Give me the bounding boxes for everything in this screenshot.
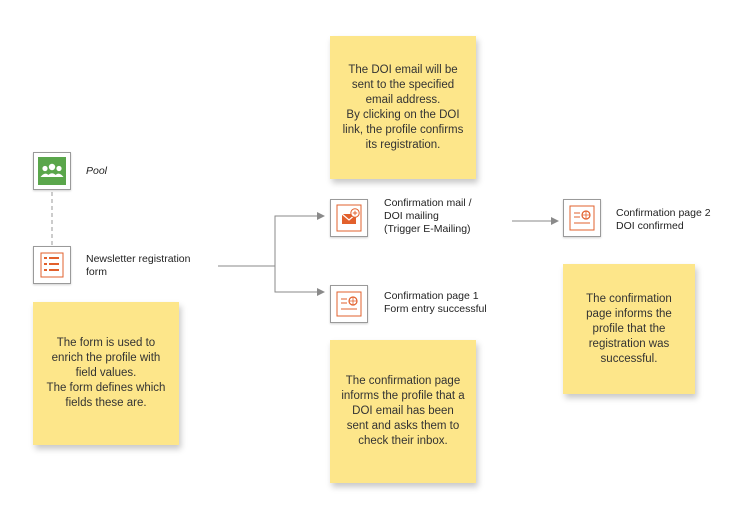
confirmation-page-2-label: Confirmation page 2 DOI confirmed xyxy=(616,207,711,232)
email-icon xyxy=(336,204,362,232)
sticky-note-doi-email[interactable]: The DOI email will be sent to the specif… xyxy=(330,36,476,179)
doi-mailing-node[interactable] xyxy=(330,199,368,237)
pool-node[interactable] xyxy=(33,152,71,190)
form-to-confirmation-page-1-arrow xyxy=(274,266,325,296)
confirmation-page-2-node[interactable] xyxy=(563,199,601,237)
sticky-note-form[interactable]: The form is used to enrich the profile w… xyxy=(33,302,179,445)
group-icon xyxy=(38,157,66,185)
registration-form-node[interactable] xyxy=(33,246,71,284)
confirmation-page-1-label: Confirmation page 1 Form entry successfu… xyxy=(384,290,487,315)
registration-form-label: Newsletter registration form xyxy=(86,253,191,278)
form-to-doi-mailing-arrow xyxy=(218,212,325,267)
web-page-icon xyxy=(569,205,595,231)
pool-label: Pool xyxy=(86,165,108,177)
confirmation-page-1-node[interactable] xyxy=(330,285,368,323)
doi-mailing-label: Confirmation mail / DOI mailing (Trigger… xyxy=(384,197,472,235)
form-icon xyxy=(40,252,64,278)
sticky-note-confirmation-page-1[interactable]: The confirmation page informs the profil… xyxy=(330,340,476,483)
web-page-icon xyxy=(336,291,362,317)
sticky-note-confirmation-page-2[interactable]: The confirmation page informs the profil… xyxy=(563,264,695,394)
